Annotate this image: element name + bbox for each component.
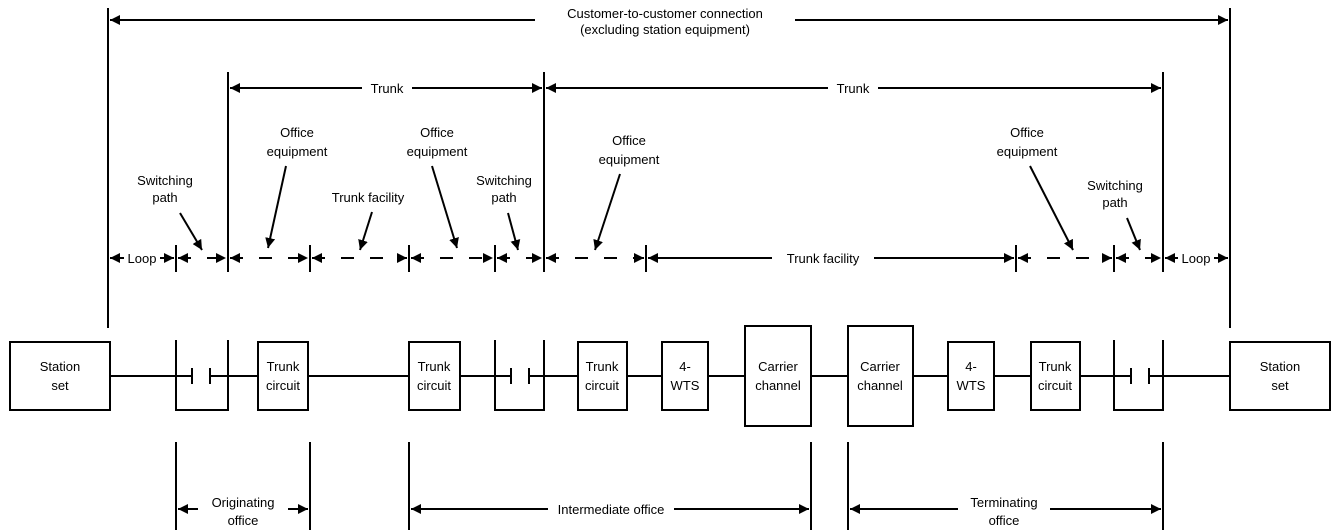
svg-text:equipment: equipment — [407, 144, 468, 159]
svg-text:equipment: equipment — [267, 144, 328, 159]
svg-text:circuit: circuit — [266, 378, 300, 393]
svg-text:office: office — [228, 513, 259, 528]
svg-text:circuit: circuit — [417, 378, 451, 393]
svg-text:Trunk: Trunk — [418, 359, 451, 374]
four-wts-box-2: 4- WTS — [947, 341, 995, 411]
label-office-equipment-4: Office equipment — [997, 125, 1074, 251]
svg-text:set: set — [1271, 378, 1289, 393]
switch-frame-intermediate — [494, 340, 545, 411]
svg-text:Trunk: Trunk — [1039, 359, 1072, 374]
label-switching-path-2: Switching path — [476, 173, 532, 251]
svg-text:Switching: Switching — [137, 173, 193, 188]
svg-text:channel: channel — [857, 378, 903, 393]
switch-frame-terminating — [1113, 340, 1164, 411]
svg-text:Trunk: Trunk — [586, 359, 619, 374]
svg-text:Carrier: Carrier — [860, 359, 900, 374]
carrier-channel-box-1: Carrier channel — [744, 325, 812, 427]
connection-label-line2: (excluding station equipment) — [580, 22, 750, 37]
svg-text:equipment: equipment — [599, 152, 660, 167]
trunk-facility-lower-label: Trunk facility — [787, 251, 860, 266]
carrier-channel-box-2: Carrier channel — [847, 325, 914, 427]
svg-text:Trunk facility: Trunk facility — [332, 190, 405, 205]
svg-text:Originating: Originating — [212, 495, 275, 510]
bottom-office-ticks — [175, 442, 1164, 530]
svg-text:Office: Office — [1010, 125, 1044, 140]
originating-office-span: Originating office — [178, 492, 308, 530]
label-office-equipment-3: Office equipment — [593, 133, 660, 251]
switch-frame-originating — [175, 340, 229, 411]
svg-text:circuit: circuit — [585, 378, 619, 393]
svg-text:circuit: circuit — [1038, 378, 1072, 393]
svg-text:Office: Office — [420, 125, 454, 140]
svg-text:office: office — [989, 513, 1020, 528]
trunk-label-right: Trunk — [837, 81, 870, 96]
svg-text:WTS: WTS — [957, 378, 986, 393]
svg-text:channel: channel — [755, 378, 801, 393]
loop-right-label: Loop — [1182, 251, 1211, 266]
svg-text:path: path — [152, 190, 177, 205]
label-office-equipment-2: Office equipment — [407, 125, 468, 249]
vertical-ticks — [107, 8, 1231, 328]
trunk-circuit-box-2: Trunk circuit — [408, 341, 461, 411]
station-set-left: Station set — [9, 341, 111, 411]
svg-text:Intermediate office: Intermediate office — [558, 502, 665, 517]
svg-text:path: path — [491, 190, 516, 205]
trunk-circuit-box-1: Trunk circuit — [257, 341, 309, 411]
label-switching-path-3: Switching path — [1087, 178, 1143, 251]
svg-text:Office: Office — [612, 133, 646, 148]
signal-path — [110, 368, 1230, 384]
trunk-label-left: Trunk — [371, 81, 404, 96]
label-trunk-facility-upper: Trunk facility — [332, 190, 405, 251]
station-set-right: Station set — [1229, 341, 1331, 411]
svg-text:Station: Station — [40, 359, 80, 374]
trunk-circuit-box-4: Trunk circuit — [1030, 341, 1081, 411]
terminating-office-span: Terminating office — [850, 492, 1161, 530]
svg-text:Switching: Switching — [476, 173, 532, 188]
svg-text:Trunk: Trunk — [267, 359, 300, 374]
svg-text:equipment: equipment — [997, 144, 1058, 159]
svg-text:Carrier: Carrier — [758, 359, 798, 374]
svg-text:Terminating: Terminating — [970, 495, 1037, 510]
connection-label-line1: Customer-to-customer connection — [567, 6, 763, 21]
svg-text:set: set — [51, 378, 69, 393]
label-office-equipment-1: Office equipment — [265, 125, 328, 249]
intermediate-office-span: Intermediate office — [411, 500, 809, 518]
four-wts-box-1: 4- WTS — [661, 341, 709, 411]
svg-text:Office: Office — [280, 125, 314, 140]
svg-text:Station: Station — [1260, 359, 1300, 374]
svg-text:4-: 4- — [679, 359, 691, 374]
svg-text:path: path — [1102, 195, 1127, 210]
svg-text:Switching: Switching — [1087, 178, 1143, 193]
svg-text:WTS: WTS — [671, 378, 700, 393]
svg-text:4-: 4- — [965, 359, 977, 374]
loop-left-label: Loop — [128, 251, 157, 266]
trunk-circuit-box-3: Trunk circuit — [577, 341, 628, 411]
label-switching-path-1: Switching path — [137, 173, 203, 251]
